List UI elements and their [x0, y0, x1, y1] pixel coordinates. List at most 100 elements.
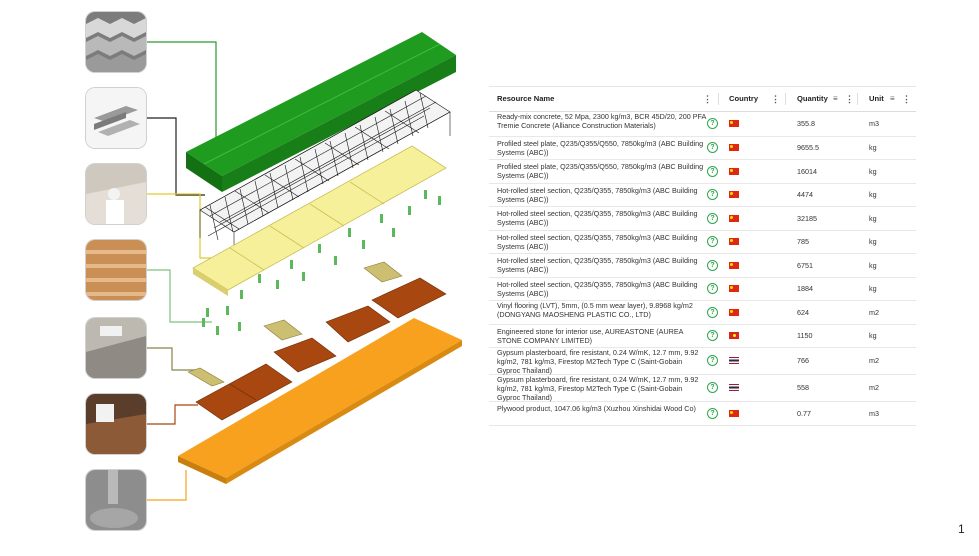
steel-frame-layer	[199, 89, 451, 258]
resource-table: Resource Name ⋮ Country ⋮ Quantity ≡ ⋮ U…	[489, 86, 916, 426]
china-flag-icon	[729, 261, 739, 269]
table-row[interactable]: Gypsum plasterboard, fire resistant, 0.2…	[489, 347, 916, 375]
china-flag-icon	[729, 409, 739, 417]
unit-cell: kg	[869, 143, 877, 152]
resource-name-cell: Hot-rolled steel section, Q235/Q355, 785…	[497, 185, 698, 204]
page-number: 1	[958, 522, 965, 536]
help-icon[interactable]: ?	[707, 283, 718, 294]
china-flag-icon	[729, 308, 739, 316]
plasterboard-worker-photo	[86, 164, 146, 224]
column-header-quantity[interactable]: Quantity	[797, 94, 828, 103]
help-icon[interactable]: ?	[707, 142, 718, 153]
filter-icon[interactable]: ≡	[833, 94, 838, 103]
column-menu-icon[interactable]: ⋮	[845, 94, 854, 104]
column-header-unit[interactable]: Unit	[869, 94, 884, 103]
resource-name-cell: Hot-rolled steel section, Q235/Q355, 785…	[497, 256, 698, 274]
quantity-cell: 0.77	[797, 408, 811, 418]
unit-cell: m2	[869, 307, 879, 317]
thailand-flag-icon	[729, 357, 739, 364]
table-row[interactable]: Vinyl flooring (LVT), 5mm, (0.5 mm wear …	[489, 300, 916, 325]
stone-tile-photo	[86, 318, 146, 378]
roof-layer	[186, 32, 456, 192]
plywood-photo	[86, 240, 146, 300]
help-icon[interactable]: ?	[707, 355, 718, 366]
leader-line-plywood	[146, 269, 212, 323]
concrete-layer	[178, 318, 462, 484]
column-header-country[interactable]: Country	[729, 94, 759, 103]
table-row[interactable]: Gypsum plasterboard, fire resistant, 0.2…	[489, 374, 916, 402]
unit-cell: kg	[869, 166, 877, 176]
unit-cell: m3	[869, 408, 879, 418]
stone-layer	[187, 261, 403, 387]
china-flag-icon	[729, 120, 739, 127]
help-icon[interactable]: ?	[707, 330, 718, 341]
unit-cell: kg	[869, 284, 877, 293]
leader-line-vinyl	[146, 404, 198, 425]
leader-line-concrete	[146, 470, 187, 501]
table-row[interactable]: Profiled steel plate, Q235/Q355/Q550, 78…	[489, 136, 916, 160]
table-row[interactable]: Hot-rolled steel section, Q235/Q355, 785…	[489, 277, 916, 301]
table-row[interactable]: Engineered stone for interior use, AUREA…	[489, 324, 916, 348]
leader-line-steel	[146, 117, 205, 196]
vinyl-flooring-photo	[86, 394, 146, 454]
quantity-cell: 9655.5	[797, 143, 819, 152]
column-menu-icon[interactable]: ⋮	[771, 94, 780, 104]
column-menu-icon[interactable]: ⋮	[902, 94, 911, 104]
leader-line-roof	[146, 41, 217, 140]
quantity-cell: 558	[797, 383, 809, 392]
china-flag-icon	[729, 144, 739, 151]
column-header-resource-name[interactable]: Resource Name	[497, 94, 555, 103]
exploded-building-diagram	[0, 0, 480, 551]
table-row[interactable]: Hot-rolled steel section, Q235/Q355, 785…	[489, 206, 916, 231]
help-icon[interactable]: ?	[707, 407, 718, 419]
quantity-cell: 32185	[797, 213, 817, 223]
china-flag-icon	[729, 285, 739, 292]
gypsum-layer	[192, 145, 447, 296]
column-menu-icon[interactable]: ⋮	[703, 94, 712, 104]
unit-cell: kg	[869, 190, 877, 199]
quantity-cell: 355.8	[797, 119, 815, 128]
quantity-cell: 1150	[797, 331, 813, 340]
resource-name-cell: Gypsum plasterboard, fire resistant, 0.2…	[497, 375, 699, 402]
layers-illustration	[146, 32, 462, 501]
china-flag-icon	[729, 214, 739, 222]
resource-name-cell: Plywood product, 1047.06 kg/m3 (Xuzhou X…	[497, 404, 696, 413]
table-row[interactable]: Hot-rolled steel section, Q235/Q355, 785…	[489, 230, 916, 254]
table-header: Resource Name ⋮ Country ⋮ Quantity ≡ ⋮ U…	[489, 86, 916, 112]
table-row[interactable]: Hot-rolled steel section, Q235/Q355, 785…	[489, 253, 916, 278]
quantity-cell: 1884	[797, 284, 813, 293]
quantity-cell: 4474	[797, 190, 813, 199]
resource-name-cell: Hot-rolled steel section, Q235/Q355, 785…	[497, 232, 698, 251]
table-row[interactable]: Plywood product, 1047.06 kg/m3 (Xuzhou X…	[489, 401, 916, 426]
leader-line-stone	[146, 347, 196, 371]
plywood-columns	[202, 190, 441, 335]
vinyl-layer	[195, 277, 447, 421]
resource-name-cell: Hot-rolled steel section, Q235/Q355, 785…	[497, 209, 698, 227]
china-flag-icon	[729, 191, 739, 198]
table-row[interactable]: Hot-rolled steel section, Q235/Q355, 785…	[489, 183, 916, 207]
unit-cell: kg	[869, 213, 877, 223]
china-flag-icon	[729, 238, 739, 245]
help-icon[interactable]: ?	[707, 259, 718, 271]
table-row[interactable]: Profiled steel plate, Q235/Q355/Q550, 78…	[489, 159, 916, 184]
help-icon[interactable]: ?	[707, 118, 718, 129]
resource-name-cell: Engineered stone for interior use, AUREA…	[497, 326, 684, 345]
help-icon[interactable]: ?	[707, 382, 718, 393]
unit-cell: kg	[869, 237, 877, 246]
vietnam-flag-icon	[729, 332, 739, 339]
help-icon[interactable]: ?	[707, 236, 718, 247]
resource-name-cell: Ready-mix concrete, 52 Mpa, 2300 kg/m3, …	[497, 112, 706, 130]
unit-cell: m2	[869, 383, 879, 392]
help-icon[interactable]: ?	[707, 165, 718, 177]
help-icon[interactable]: ?	[707, 189, 718, 200]
table-row[interactable]: Ready-mix concrete, 52 Mpa, 2300 kg/m3, …	[489, 111, 916, 137]
resource-name-cell: Profiled steel plate, Q235/Q355/Q550, 78…	[497, 138, 704, 157]
help-icon[interactable]: ?	[707, 306, 718, 318]
resource-name-cell: Vinyl flooring (LVT), 5mm, (0.5 mm wear …	[497, 301, 693, 319]
unit-cell: m3	[869, 119, 879, 128]
unit-cell: kg	[869, 331, 877, 340]
quantity-cell: 766	[797, 356, 809, 365]
help-icon[interactable]: ?	[707, 212, 718, 224]
filter-icon[interactable]: ≡	[890, 94, 895, 103]
resource-name-cell: Hot-rolled steel section, Q235/Q355, 785…	[497, 279, 698, 298]
